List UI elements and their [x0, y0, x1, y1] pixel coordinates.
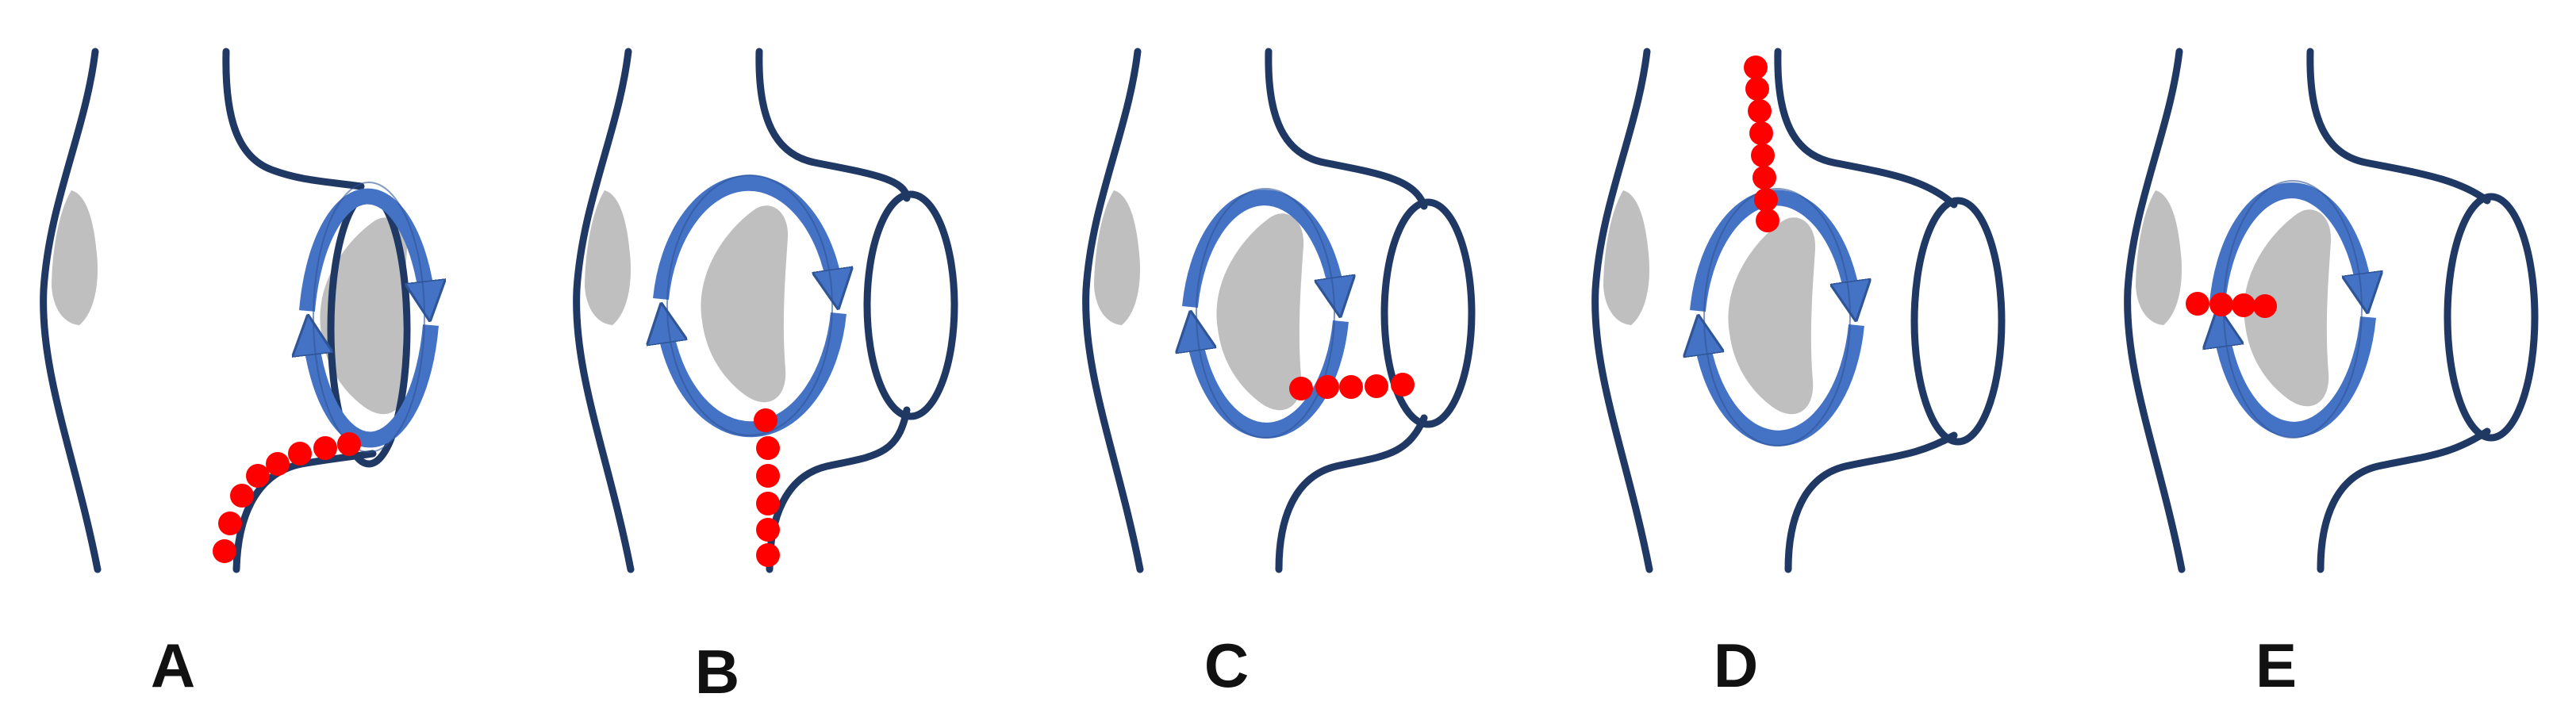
red-dot	[1749, 121, 1773, 145]
tissue-patch-central	[1728, 217, 1816, 415]
vein-wall-left	[40, 48, 102, 573]
red-dot	[218, 512, 242, 535]
rotation-ring	[661, 174, 839, 438]
red-dot	[1365, 374, 1388, 398]
red-dot-path	[2186, 292, 2277, 318]
branch-wall-upper	[2306, 48, 2491, 205]
red-dot	[213, 539, 236, 563]
branch-wall-lower	[2317, 427, 2491, 573]
red-dot	[288, 442, 312, 466]
ring-inner-edge	[1703, 188, 1851, 446]
branch-wall-upper	[1774, 48, 1958, 209]
panel-label-d: D	[1713, 630, 1759, 700]
rotation-arrow-upper	[299, 188, 428, 311]
red-dot	[1756, 209, 1779, 232]
red-dot	[1744, 56, 1768, 79]
vein-wall-left	[573, 48, 635, 573]
ring-inner-edge	[313, 182, 425, 453]
branch-wall-lower	[1784, 431, 1958, 573]
branch-opening	[1910, 197, 2006, 446]
red-dot	[1748, 99, 1772, 123]
ring-inner-edge	[1196, 188, 1335, 439]
red-dot	[1315, 375, 1339, 399]
branch-opening	[1380, 198, 1476, 428]
red-dot	[2209, 293, 2233, 316]
rotation-ring	[1190, 188, 1341, 439]
red-dot	[246, 464, 270, 488]
red-dot	[1751, 144, 1775, 167]
panel-d	[1591, 48, 2006, 573]
red-dot	[1339, 375, 1363, 399]
panel-e	[2124, 48, 2539, 573]
panels-layer	[40, 48, 2539, 573]
branch-wall-lower	[1275, 414, 1428, 573]
vein-wall-left	[2124, 48, 2186, 573]
branch-wall-upper	[222, 48, 365, 190]
red-dot	[1753, 166, 1776, 190]
red-dot	[756, 464, 780, 488]
red-dot	[313, 436, 337, 460]
red-dot-path	[754, 408, 780, 567]
panel-b	[573, 48, 958, 573]
panel-c	[1082, 48, 1476, 573]
red-dot-path	[1289, 373, 1415, 400]
tissue-patch-central	[320, 217, 408, 415]
branch-opening	[2444, 193, 2539, 442]
vein-wall-left	[1082, 48, 1144, 573]
rotation-ring	[299, 182, 431, 453]
tissue-patch-left	[1094, 190, 1141, 325]
red-dot	[756, 543, 780, 567]
tissue-patch-central	[1216, 213, 1304, 411]
tissue-patch-left	[1603, 190, 1650, 325]
panel-a	[40, 48, 431, 573]
red-dot	[2186, 292, 2209, 316]
panel-label-b: B	[694, 637, 740, 707]
red-dot	[266, 452, 290, 476]
ring-inner-edge	[666, 174, 833, 436]
red-dot	[1289, 377, 1313, 400]
tissue-patch-central	[701, 205, 789, 403]
red-dot	[1754, 188, 1778, 212]
red-dot	[1745, 77, 1769, 101]
tissue-patch-central	[2244, 209, 2332, 407]
red-dot	[756, 518, 780, 542]
panel-label-c: C	[1204, 630, 1250, 700]
red-dot	[230, 484, 254, 508]
red-dot	[756, 436, 780, 460]
tissue-patch-left	[585, 190, 632, 325]
red-dot	[2232, 293, 2255, 317]
panel-label-a: A	[150, 630, 196, 700]
tissue-patch-left	[2136, 190, 2182, 325]
branch-wall-lower	[766, 406, 911, 573]
red-dot	[1391, 373, 1415, 397]
branch-wall-upper	[755, 48, 911, 202]
vein-wall-left	[1591, 48, 1653, 573]
branch-opening	[863, 190, 958, 420]
tissue-patch-left	[52, 190, 98, 325]
red-dot-path	[1744, 56, 1779, 232]
branch-wall-upper	[1265, 48, 1428, 210]
panel-label-e: E	[2255, 630, 2298, 700]
red-dot	[754, 408, 777, 432]
red-dot	[756, 492, 780, 515]
red-dot	[337, 432, 361, 456]
red-dot-path	[213, 432, 361, 563]
red-dot	[2253, 294, 2277, 318]
rotation-ring	[2217, 180, 2368, 439]
